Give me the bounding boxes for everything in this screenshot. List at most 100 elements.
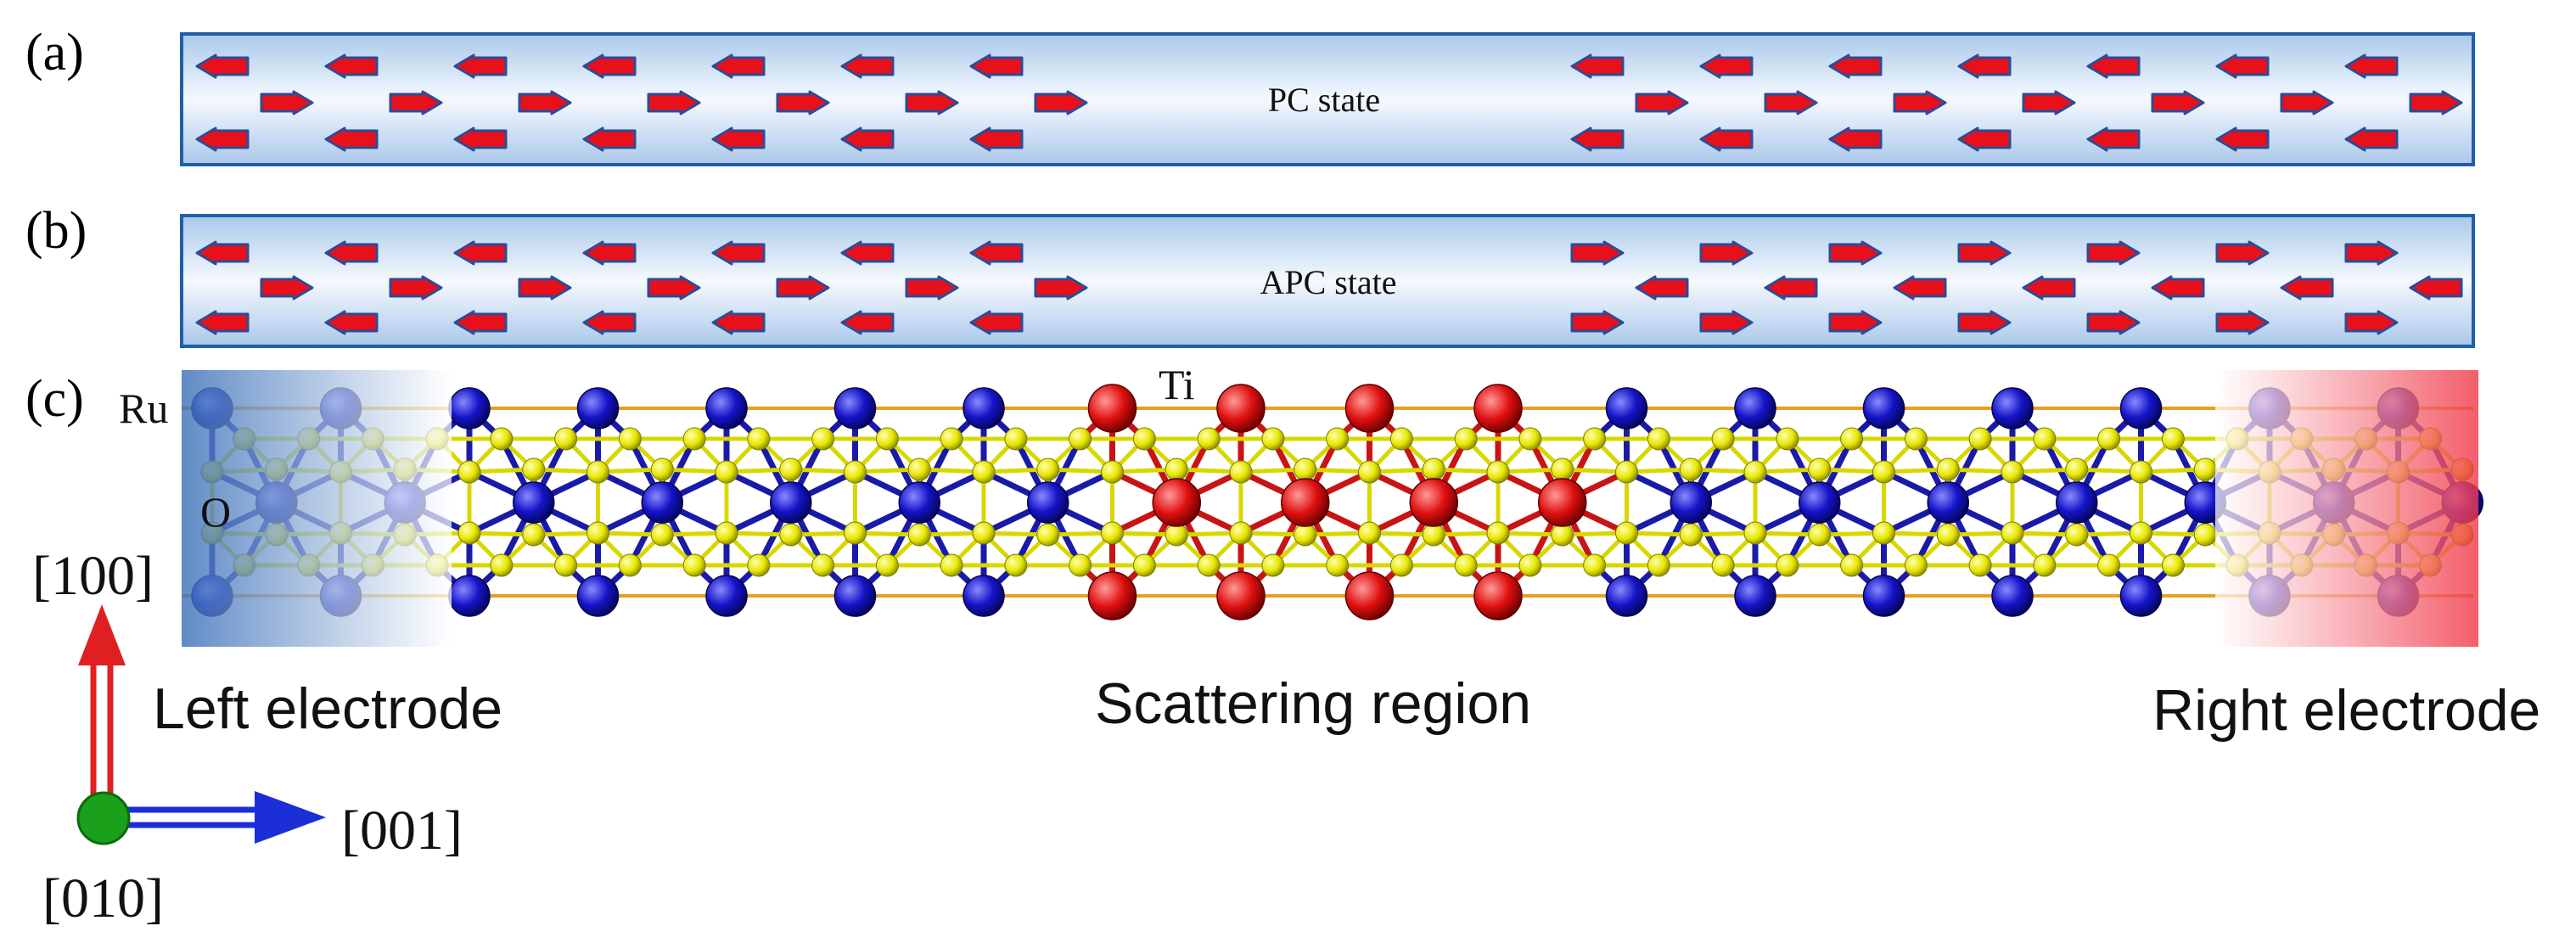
oxygen-atom <box>1904 427 1928 451</box>
oxygen-atom <box>811 553 835 577</box>
spin-arrow-left <box>324 310 379 335</box>
oxygen-atom <box>1840 427 1864 451</box>
oxygen-atom <box>1132 553 1156 577</box>
titanium-atom <box>1344 571 1395 620</box>
spin-arrow-right <box>1828 240 1883 266</box>
oxygen-atom <box>1069 427 1092 451</box>
spin-arrow-left <box>324 240 379 266</box>
oxygen-atom <box>1647 427 1670 451</box>
ruthenium-atom <box>1670 481 1712 524</box>
ruthenium-atom <box>1605 575 1648 617</box>
oxygen-atom <box>1261 553 1285 577</box>
spin-arrow-right <box>1699 240 1754 266</box>
oxygen-atom <box>1518 427 1542 451</box>
spin-arrow-left <box>2280 275 2334 300</box>
oxygen-atom <box>1165 523 1188 547</box>
oxygen-atom <box>1776 553 1799 577</box>
titanium-atom <box>1216 571 1266 620</box>
oxygen-atom <box>1808 457 1832 481</box>
spin-arrow-left <box>969 310 1024 335</box>
spin-arrow-right <box>260 90 314 115</box>
oxygen-atom <box>1583 553 1607 577</box>
oxygen-atom <box>715 460 738 484</box>
spin-arrow-left <box>195 240 250 266</box>
spin-arrow-right <box>1570 240 1625 266</box>
oxygen-atom <box>2193 523 2217 547</box>
ruthenium-atom <box>1799 481 1841 524</box>
spin-arrow-left <box>711 240 766 266</box>
spin-arrow-left <box>2151 275 2205 300</box>
oxygen-atom <box>1968 427 1992 451</box>
apc-state-label: APC state <box>1260 263 1396 301</box>
spin-arrow-left <box>711 310 766 335</box>
oxygen-atom <box>1711 553 1735 577</box>
oxygen-atom <box>875 427 899 451</box>
oxygen-atom <box>2097 427 2121 451</box>
oxygen-atom <box>650 523 674 547</box>
oxygen-atom <box>650 457 674 481</box>
z-direction-label: [001] <box>341 800 463 862</box>
oxygen-atom <box>747 553 771 577</box>
oxygen-atom <box>2065 457 2089 481</box>
spin-arrow-left <box>195 126 250 152</box>
oxygen-atom <box>1743 521 1767 545</box>
titanium-atom <box>1473 384 1523 433</box>
spin-arrow-left <box>1957 53 2012 79</box>
oxygen-atom <box>1486 521 1510 545</box>
oxygen-atom <box>1743 460 1767 484</box>
spin-arrow-left <box>195 53 250 79</box>
z-axis-head <box>255 791 326 844</box>
spin-arrow-left <box>840 240 895 266</box>
right-electrode-label: Right electrode <box>2152 678 2540 743</box>
spin-arrow-left <box>453 53 508 79</box>
spin-arrow-left <box>2215 53 2270 79</box>
spin-arrow-left <box>582 53 637 79</box>
spin-arrow-left <box>2022 275 2076 300</box>
oxygen-atom <box>1936 523 1960 547</box>
ruthenium-atom <box>2119 387 2163 429</box>
titanium-atom <box>1087 571 1137 620</box>
atomic-lattice <box>191 384 2483 620</box>
oxygen-atom <box>554 553 578 577</box>
spin-arrow-right <box>1957 240 2012 266</box>
spin-arrow-right <box>2215 310 2270 335</box>
oxygen-atom <box>1615 521 1638 545</box>
oxygen-atom <box>875 553 899 577</box>
spin-arrow-right <box>2086 310 2141 335</box>
x-axis-shaft <box>90 659 114 808</box>
oxygen-atom <box>1904 553 1928 577</box>
pc-spin-arrows <box>195 53 2463 152</box>
spin-arrow-right <box>1764 90 1818 115</box>
oxygen-atom <box>1808 523 1832 547</box>
oxygen-atom <box>972 521 996 545</box>
x-axis-head <box>78 604 126 665</box>
oxygen-atom <box>1518 553 1542 577</box>
spin-arrow-right <box>2151 90 2205 115</box>
spin-arrow-right <box>2215 240 2270 266</box>
spin-arrow-right <box>1034 275 1088 300</box>
oxygen-atom <box>1422 523 1445 547</box>
oxygen-atom <box>1004 553 1028 577</box>
oxygen-atom <box>1101 460 1124 484</box>
oxygen-atom <box>1968 553 1992 577</box>
ruthenium-atom <box>2056 481 2098 524</box>
spin-arrow-right <box>2344 310 2399 335</box>
spin-arrow-left <box>2344 53 2399 79</box>
spin-arrow-left <box>1570 126 1625 152</box>
oxygen-atom <box>1679 523 1703 547</box>
spin-arrow-right <box>905 90 959 115</box>
oxygen-atom <box>1551 523 1574 547</box>
oxygen-atom <box>1036 457 1060 481</box>
spin-arrow-left <box>2344 126 2399 152</box>
ruthenium-atom <box>1927 481 1969 524</box>
spin-arrow-left <box>969 240 1024 266</box>
oxygen-atom <box>1389 427 1413 451</box>
oxygen-atom <box>1776 427 1799 451</box>
oxygen-atom <box>907 523 931 547</box>
left-electrode-label: Left electrode <box>153 676 502 741</box>
y-direction-label: [010] <box>42 867 164 929</box>
spin-arrow-left <box>969 126 1024 152</box>
oxygen-atom <box>1711 427 1735 451</box>
spin-arrow-right <box>518 90 572 115</box>
oxygen-atom <box>490 427 514 451</box>
